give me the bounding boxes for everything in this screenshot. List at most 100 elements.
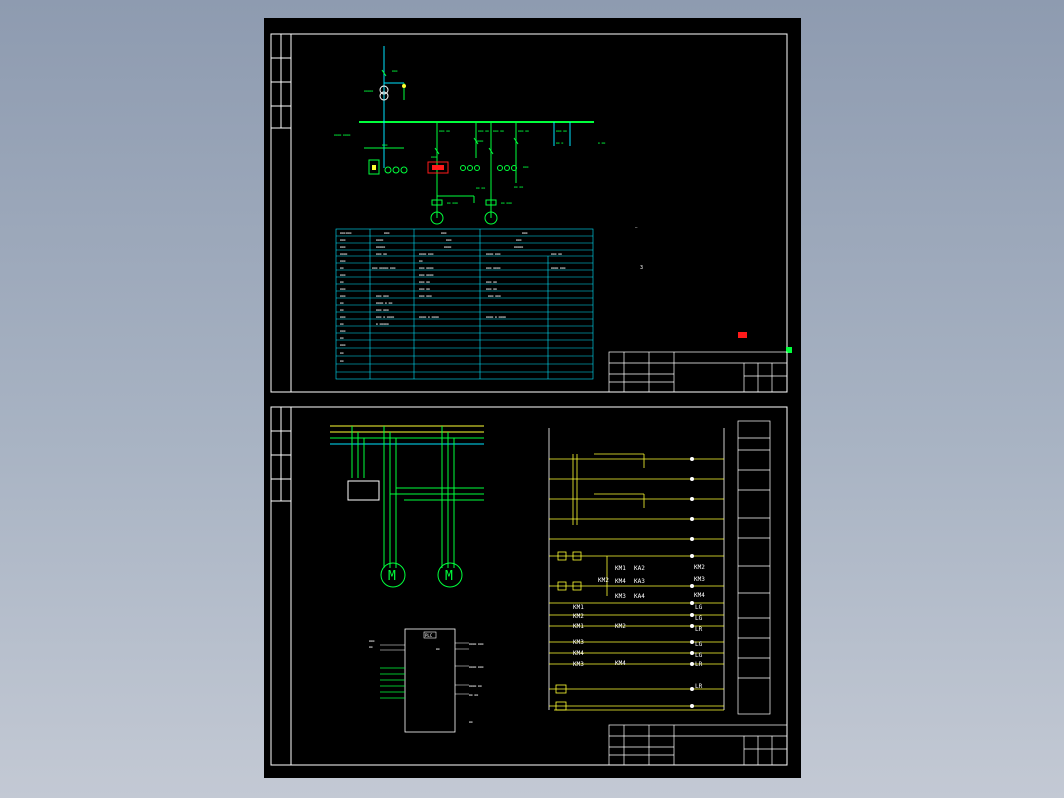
ladder-label: KM1: [615, 565, 626, 572]
ladder-label: KM4: [694, 592, 705, 599]
ladder-description-column: [737, 420, 771, 715]
svg-text:▬▬▬▬ ▬▬▬: ▬▬▬▬ ▬▬▬: [419, 252, 434, 256]
svg-text:▬▬▬: ▬▬▬: [340, 329, 346, 333]
svg-text:▬▬▬: ▬▬▬: [340, 315, 346, 319]
schedule-table-row-labels: ▬▬▬▬▬▬▬▬▬ ▬▬▬▬▬▬▬▬▬ ▬▬▬▬▬▬▬▬ ▬▬▬▬▬▬▬ ▬▬▬…: [340, 231, 347, 363]
ladder-label: KM1: [573, 604, 584, 611]
plc-block: ▬▬▬ ▬▬ ▬▬ ▬▬▬▬ ▬▬▬ ▬▬▬▬ ▬▬▬ ▬▬▬▬ ▬▬ ▬▬ ▬…: [369, 628, 484, 733]
ladder-label: KM2: [694, 564, 705, 571]
svg-text:▬▬▬: ▬▬▬: [346, 231, 352, 235]
svg-text:▬▬▬▬ ▬▬▬: ▬▬▬▬ ▬▬▬: [469, 665, 484, 669]
svg-text:▬▬▬ ▬▬▬▬▬ ▬▬▬: ▬▬▬ ▬▬▬▬▬ ▬▬▬: [372, 266, 396, 270]
svg-text:▬▬▬ ▬▬: ▬▬▬ ▬▬: [419, 280, 430, 284]
motor-label-1: M: [388, 569, 396, 584]
svg-text:▬▬▬▬ ▬ ▬▬▬▬: ▬▬▬▬ ▬ ▬▬▬▬: [419, 315, 439, 319]
svg-text:▬▬▬▬ ▬▬▬: ▬▬▬▬ ▬▬▬: [486, 252, 501, 256]
control-ladder-rails: [548, 428, 725, 711]
svg-text:▬ ▬▬: ▬ ▬▬: [598, 141, 605, 145]
svg-text:▬▬: ▬▬: [369, 645, 373, 649]
control-ladder-contacts: [555, 453, 645, 711]
ladder-label: LG: [695, 604, 703, 611]
ladder-label: LR: [695, 626, 703, 633]
svg-text:▬▬▬ ▬▬▬: ▬▬▬ ▬▬▬: [376, 294, 389, 298]
svg-text:▬▬: ▬▬: [340, 266, 344, 270]
svg-text:▬▬▬: ▬▬▬: [523, 165, 529, 169]
grip-handle[interactable]: [786, 347, 792, 353]
svg-text:▬▬▬▬: ▬▬▬▬: [340, 252, 347, 256]
svg-text:▬▬▬▬ ▬▬▬▬: ▬▬▬▬ ▬▬▬▬: [334, 133, 350, 137]
svg-text:▬▬▬: ▬▬▬: [340, 343, 346, 347]
ladder-label: LR: [695, 683, 703, 690]
svg-text:▬▬▬ ▬ ▬▬▬▬: ▬▬▬ ▬ ▬▬▬▬: [376, 315, 394, 319]
single-line-diagram: ▬▬▬ ▬▬▬▬▬ ▬▬▬▬ ▬▬▬▬ ▬▬▬ ▬▬▬ ▬▬ ▬▬▬ ▬▬ ▬▬…: [334, 46, 605, 225]
ladder-label: KA4: [634, 593, 645, 600]
svg-text:▬▬▬: ▬▬▬: [369, 639, 375, 643]
svg-text:▬▬: ▬▬: [340, 351, 344, 355]
svg-text:▬▬▬: ▬▬▬: [446, 238, 452, 242]
svg-text:▬▬ ▬▬▬: ▬▬ ▬▬▬: [501, 201, 512, 205]
ladder-label: KM4: [615, 660, 626, 667]
svg-text:▬▬▬: ▬▬▬: [522, 231, 528, 235]
svg-text:▬▬▬: ▬▬▬: [340, 294, 346, 298]
svg-text:▬▬: ▬▬: [419, 259, 423, 263]
control-ladder-labels: KM1 KA2 KM2 KM2 KM4 KA3 KM3 KM3 KA4 KM4 …: [573, 564, 705, 690]
svg-text:▬▬▬▬: ▬▬▬▬: [444, 245, 451, 249]
svg-text:▬▬▬▬▬: ▬▬▬▬▬: [514, 245, 523, 249]
svg-text:▬▬▬ ▬▬: ▬▬▬ ▬▬: [439, 129, 450, 133]
svg-text:▬▬▬: ▬▬▬: [392, 69, 398, 73]
svg-text:▬▬▬▬▬: ▬▬▬▬▬: [376, 245, 385, 249]
drawing-sheet: ▬▬▬ ▬▬▬▬▬ ▬▬▬▬ ▬▬▬▬ ▬▬▬ ▬▬▬ ▬▬ ▬▬▬ ▬▬ ▬▬…: [264, 18, 801, 778]
svg-text:▬▬▬ ▬▬: ▬▬▬ ▬▬: [419, 287, 430, 291]
upper-sheet-frame: [270, 33, 788, 393]
svg-text:▬▬▬ ▬▬▬▬: ▬▬▬ ▬▬▬▬: [419, 273, 434, 277]
svg-text:▬▬▬: ▬▬▬: [384, 231, 390, 235]
lower-title-block: [608, 724, 788, 766]
svg-text:▬▬▬ ▬▬: ▬▬▬ ▬▬: [478, 129, 489, 133]
svg-text:▬▬▬▬ ▬▬: ▬▬▬▬ ▬▬: [469, 684, 482, 688]
svg-text:▬▬▬▬ ▬ ▬▬▬▬: ▬▬▬▬ ▬ ▬▬▬▬: [486, 315, 506, 319]
svg-text:▬▬▬: ▬▬▬: [441, 231, 447, 235]
red-mark: [738, 332, 747, 338]
svg-text:▬▬▬▬: ▬▬▬▬: [476, 139, 483, 143]
svg-text:▬▬: ▬▬: [436, 647, 440, 651]
svg-text:▬▬▬ ▬▬: ▬▬▬ ▬▬: [551, 252, 562, 256]
svg-text:▬▬▬: ▬▬▬: [340, 273, 346, 277]
svg-text:▬▬: ▬▬: [340, 322, 344, 326]
main-circuit: [330, 425, 484, 588]
ladder-label: LG: [695, 615, 703, 622]
svg-text:▬▬▬ ▬▬: ▬▬▬ ▬▬: [486, 280, 497, 284]
side-mark-2: 3: [640, 265, 643, 271]
svg-text:▬▬: ▬▬: [340, 359, 344, 363]
ladder-label: KM1: [573, 623, 584, 630]
svg-text:▬▬▬ ▬▬▬▬: ▬▬▬ ▬▬▬▬: [419, 266, 434, 270]
svg-text:▬ ▬▬▬▬▬: ▬ ▬▬▬▬▬: [376, 322, 389, 326]
svg-text:▬▬▬: ▬▬▬: [340, 231, 346, 235]
svg-text:▬▬: ▬▬: [469, 720, 473, 724]
ladder-label: KM4: [573, 650, 584, 657]
ladder-label: KA2: [634, 565, 645, 572]
svg-text:▬▬▬▬▬: ▬▬▬▬▬: [364, 89, 373, 93]
svg-text:▬▬▬: ▬▬▬: [340, 245, 346, 249]
svg-text:▬▬: ▬▬: [340, 280, 344, 284]
svg-text:▬▬▬ ▬▬▬: ▬▬▬ ▬▬▬: [488, 294, 501, 298]
svg-text:▬▬▬ ▬▬▬: ▬▬▬ ▬▬▬: [419, 294, 432, 298]
schedule-table-text: ▬▬▬▬▬▬ ▬▬▬▬▬▬ ▬▬▬▬▬▬▬▬▬▬ ▬▬▬▬▬▬▬▬▬▬▬▬▬▬ …: [346, 231, 566, 326]
svg-text:▬▬ ▬▬: ▬▬ ▬▬: [514, 185, 523, 189]
svg-text:▬▬: ▬▬: [340, 301, 344, 305]
svg-text:▬▬▬▬ ▬ ▬▬: ▬▬▬▬ ▬ ▬▬: [376, 301, 392, 305]
ladder-label: KM2: [573, 613, 584, 620]
control-ladder-rungs: [549, 458, 724, 707]
svg-text:▬▬▬: ▬▬▬: [340, 287, 346, 291]
motor-label-2: M: [445, 569, 453, 584]
plc-label: PLC: [425, 633, 433, 638]
svg-text:▬▬▬: ▬▬▬: [340, 238, 346, 242]
svg-text:▬▬▬ ▬▬: ▬▬▬ ▬▬: [493, 129, 504, 133]
svg-text:▬▬: ▬▬: [340, 336, 344, 340]
ladder-label: KM4: [615, 578, 626, 585]
svg-text:▬▬▬ ▬▬▬▬: ▬▬▬ ▬▬▬▬: [486, 266, 501, 270]
ladder-label: KM3: [694, 576, 705, 583]
ladder-label: KM3: [573, 639, 584, 646]
svg-text:▬▬▬ ▬▬: ▬▬▬ ▬▬: [518, 129, 529, 133]
svg-text:▬▬▬: ▬▬▬: [516, 238, 522, 242]
svg-text:▬▬▬ ▬▬: ▬▬▬ ▬▬: [376, 252, 387, 256]
